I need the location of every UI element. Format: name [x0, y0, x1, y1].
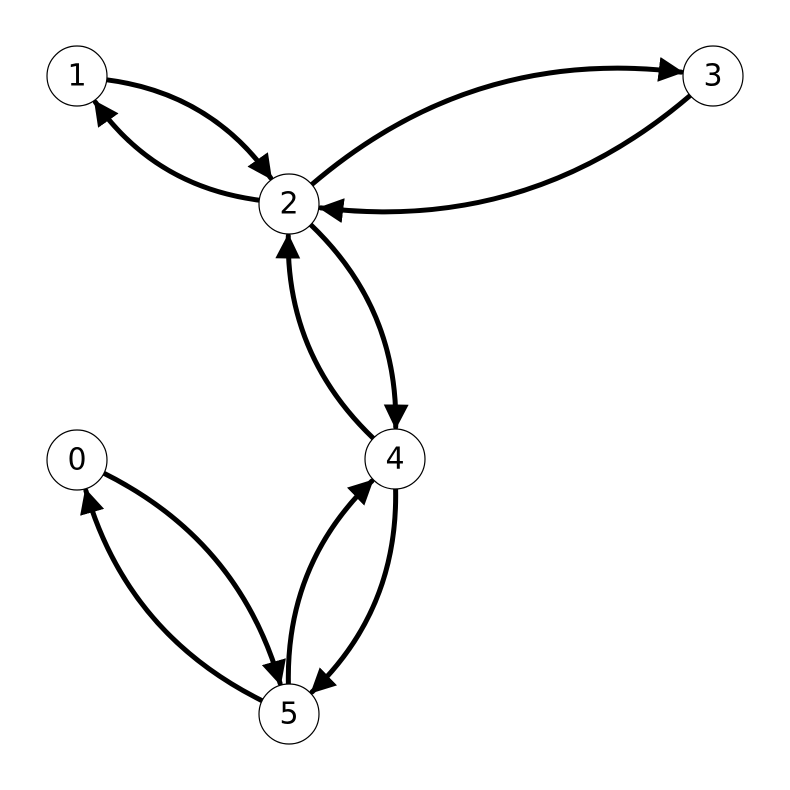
node-1: 1	[46, 45, 108, 107]
node-2-label: 2	[279, 187, 298, 222]
node-3-label: 3	[703, 59, 722, 94]
node-4-label: 4	[385, 442, 404, 477]
node-5: 5	[258, 683, 320, 745]
node-0: 0	[46, 429, 108, 491]
node-1-circle	[46, 45, 108, 107]
edge-1-to-2	[104, 77, 274, 181]
node-1-label: 1	[67, 59, 86, 94]
edge-2-to-1	[92, 99, 262, 203]
node-5-circle	[258, 683, 320, 745]
node-3: 3	[682, 45, 744, 107]
edge-0-to-5	[101, 470, 286, 686]
edge-5-to-0	[80, 488, 265, 704]
edge-2-to-4	[308, 222, 409, 430]
node-2: 2	[258, 173, 320, 235]
node-0-label: 0	[67, 443, 86, 478]
edge-4-to-5	[309, 486, 399, 695]
nodes-layer: 0 1 2 3 4 5	[46, 45, 744, 745]
node-4: 4	[364, 428, 426, 490]
node-0-circle	[46, 429, 108, 491]
edges-layer	[80, 56, 693, 704]
edge-5-to-4	[285, 478, 375, 687]
node-3-circle	[682, 45, 744, 107]
node-2-circle	[258, 173, 320, 235]
node-4-circle	[364, 428, 426, 490]
node-5-label: 5	[279, 697, 298, 732]
edge-2-to-3	[309, 56, 684, 187]
edge-3-to-2	[318, 93, 693, 224]
edge-4-to-2	[275, 233, 376, 441]
